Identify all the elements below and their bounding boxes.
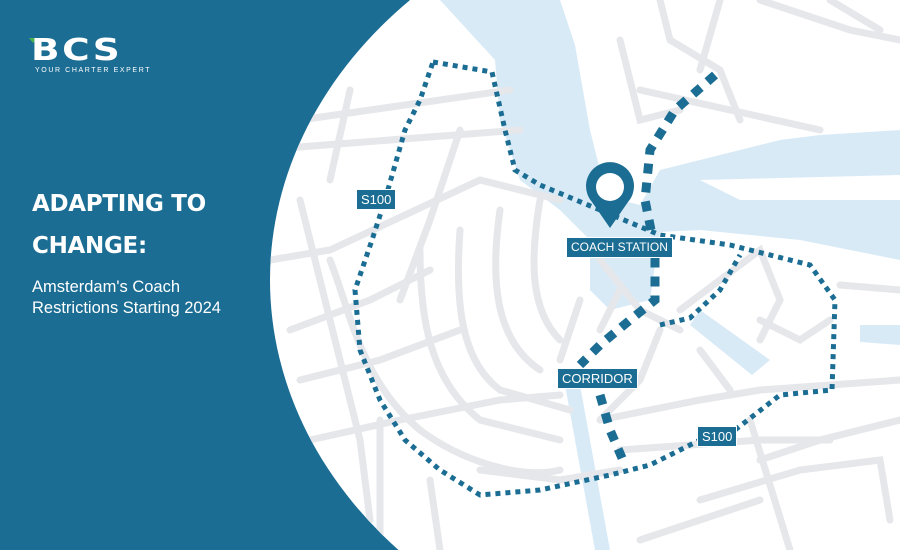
logo-accent-icon (29, 38, 37, 43)
page-title: ADAPTING TO CHANGE: (32, 183, 206, 267)
title-line-1: ADAPTING TO (32, 191, 206, 217)
subtitle-line-1: Amsterdam's Coach (32, 278, 181, 296)
label-s100-east: S100 (697, 426, 738, 447)
map-pin-icon[interactable] (585, 124, 634, 228)
brand-logo: BCS YOUR CHARTER EXPERT (29, 36, 152, 74)
logo-text: BCS (31, 33, 123, 68)
logo-tagline: YOUR CHARTER EXPERT (35, 67, 152, 74)
title-line-2: CHANGE: (32, 233, 147, 259)
s100-route (352, 59, 838, 498)
inner-loop-route (659, 253, 743, 328)
subtitle: Amsterdam's Coach Restrictions Starting … (32, 277, 221, 319)
label-s100-west: S100 (356, 189, 397, 210)
label-coach-station: COACH STATION (566, 237, 673, 258)
corridor-route (576, 71, 718, 467)
subtitle-line-2: Restrictions Starting 2024 (32, 299, 221, 317)
streets (270, 0, 900, 550)
label-corridor: CORRIDOR (557, 368, 638, 389)
